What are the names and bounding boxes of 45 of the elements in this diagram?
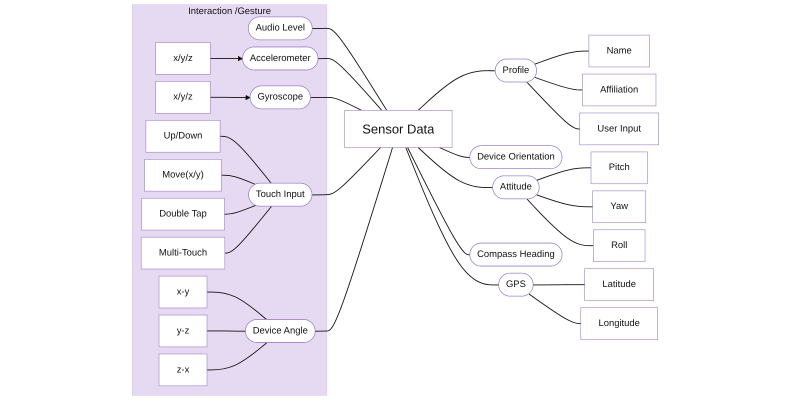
connector bbox=[220, 174, 256, 185]
connector bbox=[224, 206, 272, 254]
node-box: Latitude bbox=[584, 268, 654, 301]
connector bbox=[312, 147, 382, 196]
connector bbox=[534, 50, 590, 65]
arrow bbox=[210, 94, 251, 100]
connector bbox=[526, 198, 594, 246]
connector bbox=[405, 147, 500, 286]
connector bbox=[318, 58, 382, 111]
node-box: Double Tap bbox=[141, 198, 225, 230]
connector bbox=[418, 70, 496, 111]
connector bbox=[536, 167, 592, 181]
connector bbox=[206, 292, 268, 320]
node-box: x/y/z bbox=[155, 81, 211, 114]
node-box: Pitch bbox=[590, 152, 648, 184]
connector bbox=[534, 76, 583, 90]
node-box: Multi-Touch bbox=[140, 236, 226, 270]
node-box: x-y bbox=[158, 276, 208, 308]
connector bbox=[310, 96, 362, 111]
node-box: Yaw bbox=[592, 190, 646, 223]
node-box: z-x bbox=[158, 354, 208, 386]
connector bbox=[206, 342, 268, 370]
node-box: Move(x/y) bbox=[144, 159, 222, 192]
connector bbox=[438, 147, 471, 158]
connector bbox=[312, 28, 388, 111]
connector bbox=[528, 294, 582, 324]
node-box: Up/Down bbox=[146, 120, 220, 152]
connector bbox=[526, 82, 580, 130]
connector bbox=[314, 147, 393, 332]
connector bbox=[418, 147, 494, 188]
connector bbox=[220, 136, 272, 184]
node-box: Roll bbox=[593, 230, 646, 262]
connector bbox=[224, 205, 256, 215]
connector bbox=[407, 147, 471, 256]
connector bbox=[533, 284, 586, 286]
node-box: Longitude bbox=[580, 307, 658, 340]
connector bbox=[206, 330, 246, 332]
node-box: y-z bbox=[158, 314, 208, 348]
node-box: Affiliation bbox=[582, 74, 656, 106]
node-box: Sensor Data bbox=[344, 110, 452, 148]
node-box: User Input bbox=[579, 112, 659, 146]
connector bbox=[536, 194, 594, 208]
arrow bbox=[210, 56, 244, 62]
node-box: x/y/z bbox=[155, 42, 211, 75]
node-box: Name bbox=[588, 34, 650, 68]
